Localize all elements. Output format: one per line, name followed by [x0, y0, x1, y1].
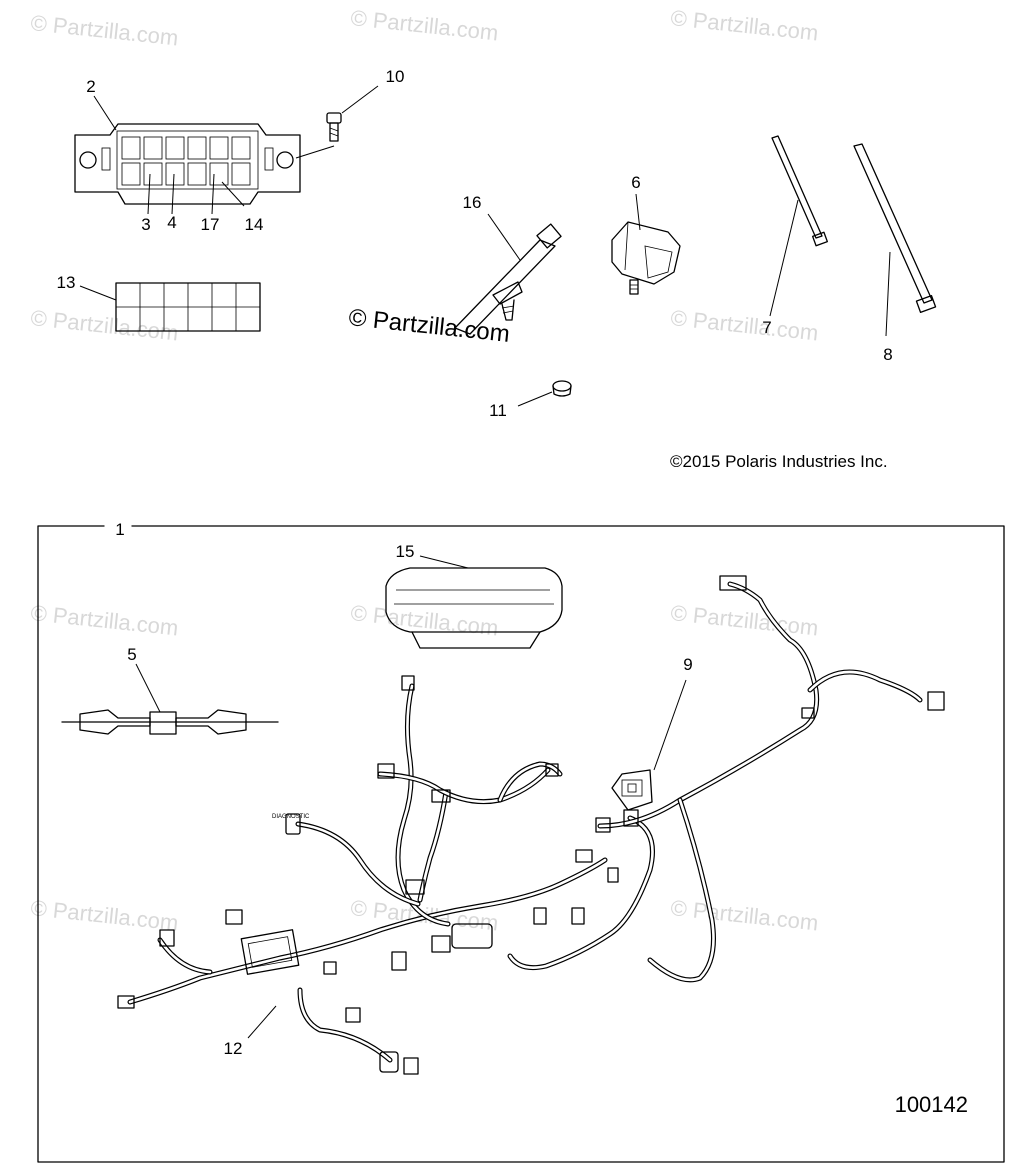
callout-2: 2: [86, 77, 95, 96]
center-watermark: © Partzilla.com: [347, 304, 511, 348]
callout-1: 1: [115, 520, 124, 539]
watermark: © Partzilla.com: [669, 600, 819, 640]
callout-6: 6: [631, 173, 640, 192]
fuse-box-part-2: [74, 123, 301, 205]
watermark: © Partzilla.com: [349, 5, 499, 45]
connector-part-6: [611, 221, 681, 295]
kit-frame: [37, 525, 1005, 1163]
callout-11: 11: [489, 401, 507, 420]
nut-part-11: [552, 380, 572, 397]
relay-slots: [121, 136, 251, 186]
callout-4: 4: [167, 213, 176, 232]
leader-lines: [79, 85, 891, 1039]
bolt-part-10: [326, 112, 342, 142]
watermark: © Partzilla.com: [29, 10, 179, 50]
watermark: © Partzilla.com: [669, 305, 819, 345]
callout-labels: 1 2 3 4 5 6 7 8 9 10 11 12 13 14 15 16 1…: [57, 67, 893, 1058]
callout-8: 8: [883, 345, 892, 364]
callout-5: 5: [127, 645, 136, 664]
callout-16: 16: [463, 193, 482, 212]
fuse-holder-part-5: [61, 709, 279, 735]
watermark: © Partzilla.com: [29, 305, 179, 345]
callout-15: 15: [396, 542, 415, 561]
callout-12: 12: [224, 1039, 243, 1058]
callout-14: 14: [245, 215, 264, 234]
connector-part-9: [611, 769, 653, 811]
watermark: © Partzilla.com: [29, 600, 179, 640]
cable-tie-part-8: [853, 143, 937, 314]
watermark: © Partzilla.com: [669, 895, 819, 935]
callout-7: 7: [762, 318, 771, 337]
cable-tie-part-16: [454, 223, 562, 335]
watermark: © Partzilla.com: [349, 600, 499, 640]
callout-9: 9: [683, 655, 692, 674]
figure-number: 100142: [895, 1092, 968, 1117]
cable-tie-part-7: [771, 135, 828, 247]
copyright-text: ©2015 Polaris Industries Inc.: [670, 452, 888, 471]
callout-17: 17: [201, 215, 220, 234]
watermark: © Partzilla.com: [669, 5, 819, 45]
callout-10: 10: [386, 67, 405, 86]
callout-13: 13: [57, 273, 76, 292]
callout-3: 3: [141, 215, 150, 234]
cover-part-15: [385, 567, 563, 649]
diagnostic-label: DIAGNOSTIC: [272, 814, 310, 820]
decal-part-13: [115, 282, 261, 332]
wiring-harness-part-1: DIAGNOSTIC: [117, 575, 945, 1075]
watermark: © Partzilla.com: [29, 895, 179, 935]
